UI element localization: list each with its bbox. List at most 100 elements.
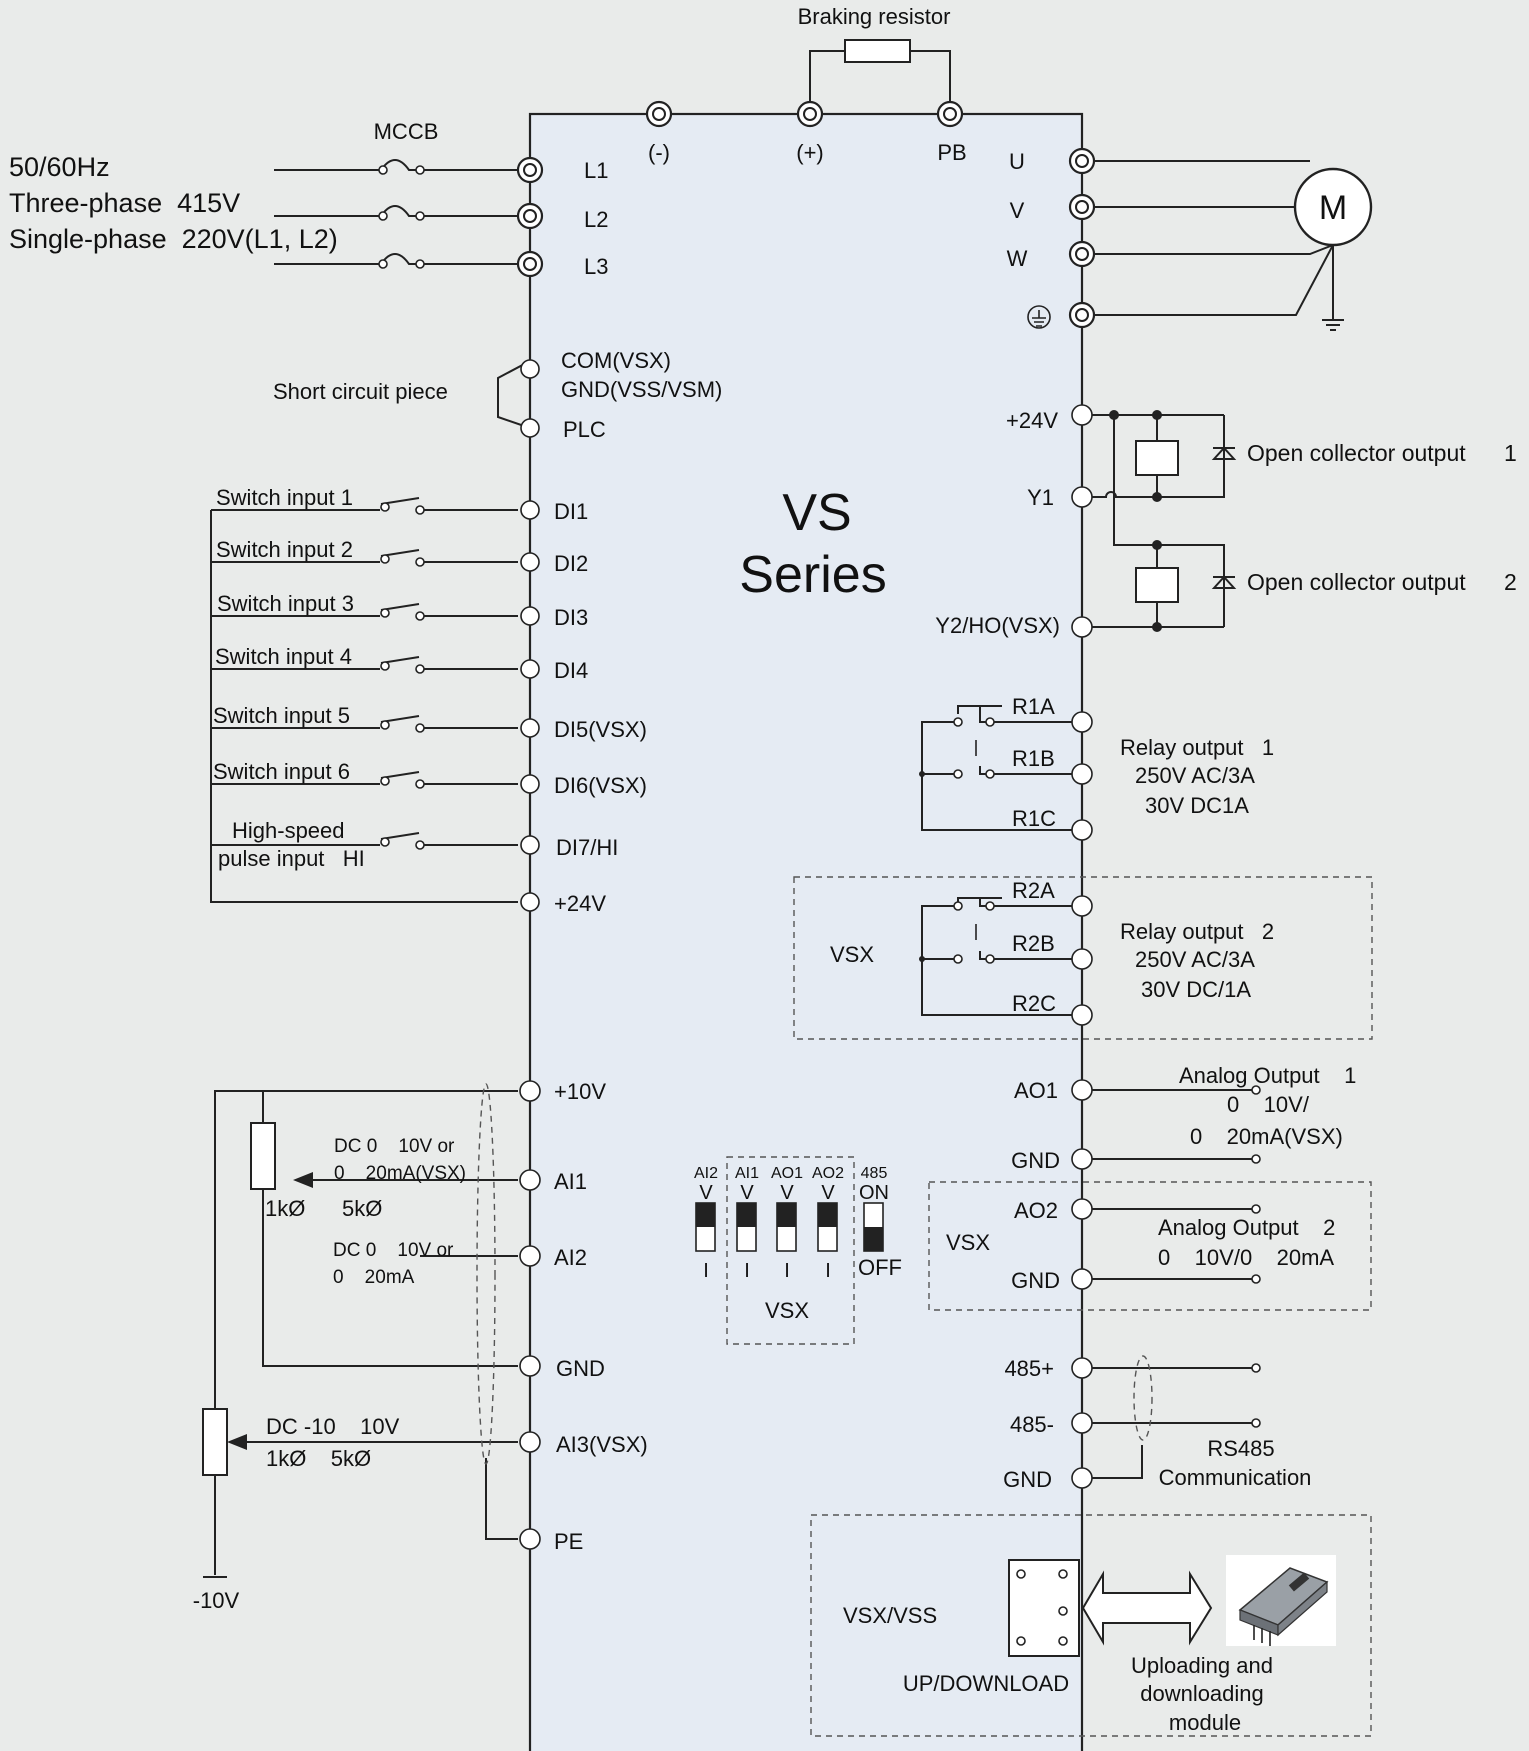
rs485-minus-label: 485-: [1010, 1412, 1054, 1437]
neg10v-label: -10V: [193, 1588, 240, 1613]
l2-terminal: [516, 202, 544, 230]
motor: M: [1293, 167, 1373, 247]
drive-body: [528, 112, 1084, 1751]
di7-terminal: [520, 835, 540, 855]
v-label: V: [1010, 198, 1025, 223]
open-collector-circuit: [1092, 410, 1237, 632]
di-terminal-label: DI1: [554, 499, 588, 524]
di-terminal: [520, 606, 540, 626]
ao1-terminal: [1071, 1079, 1093, 1101]
ai2-terminal: [519, 1245, 541, 1267]
rs485-minus-terminal: [1071, 1412, 1093, 1434]
pe-label: PE: [554, 1529, 583, 1554]
ao2-terminal: [1071, 1198, 1093, 1220]
l3-terminal: [516, 250, 544, 278]
dip-v-mark: V: [821, 1182, 835, 1204]
com-terminal: [520, 359, 540, 379]
braking-resistor-label: Braking resistor: [798, 4, 951, 29]
r2b-label: R2B: [1012, 931, 1055, 956]
dip-on-label: ON: [859, 1182, 889, 1204]
upload-module-icon: [1226, 1555, 1336, 1646]
plc-label: PLC: [563, 417, 606, 442]
digital-input-row: Switch input 1 DI1: [211, 485, 588, 524]
short-circuit-label: Short circuit piece: [273, 379, 448, 404]
pb-label: PB: [937, 140, 966, 165]
ao1-label: AO1: [1014, 1078, 1058, 1103]
r2b-terminal: [1071, 948, 1093, 970]
relay-2-title: Relay output 2: [1120, 919, 1274, 944]
di7-label: DI7/HI: [556, 835, 618, 860]
di-terminal-label: DI2: [554, 551, 588, 576]
r2a-terminal: [1071, 895, 1093, 917]
protective-earth-icon: [1027, 305, 1051, 329]
l2-label: L2: [584, 207, 608, 232]
y1-terminal: [1071, 486, 1093, 508]
updown-module-2: downloading: [1140, 1681, 1264, 1706]
ao2-title: Analog Output 2: [1158, 1215, 1335, 1240]
ai3-label: AI3(VSX): [556, 1432, 648, 1457]
dc-plus-label: (+): [796, 140, 824, 165]
dip-v-mark: V: [740, 1182, 754, 1204]
ao-gnd1-label: GND: [1011, 1148, 1060, 1173]
ao-gnd2-terminal: [1071, 1268, 1093, 1290]
gnd-label: GND(VSS/VSM): [561, 377, 722, 402]
r2c-terminal: [1071, 1004, 1093, 1026]
updown-module-3: module: [1169, 1710, 1241, 1735]
single-phase-label: Single-phase 220V(L1, L2): [9, 224, 338, 254]
dip-485-switch: [863, 1202, 884, 1252]
r1a-label: R1A: [1012, 694, 1055, 719]
oc-24v-terminal: [1071, 404, 1093, 426]
com-label: COM(VSX): [561, 348, 671, 373]
switch-input-label: Switch input 4: [215, 644, 352, 669]
ai-gnd-label: GND: [556, 1356, 605, 1381]
dip-switch-label: AI1: [735, 1165, 759, 1182]
l1-terminal: [516, 156, 544, 184]
di-terminal-label: DI5(VSX): [554, 717, 647, 742]
plc-terminal: [520, 418, 540, 438]
relay-1-dc: 30V DC1A: [1145, 793, 1249, 818]
frequency-label: 50/60Hz: [9, 152, 110, 182]
dip-485-label: 485: [861, 1165, 888, 1182]
dip-off-label: OFF: [858, 1255, 902, 1280]
r1c-label: R1C: [1012, 806, 1056, 831]
ao1-wires: [1092, 1089, 1252, 1160]
updown-port[interactable]: [1008, 1559, 1080, 1657]
ai1-range-1: DC 0 10V or: [334, 1136, 455, 1157]
ao-gnd1-terminal: [1071, 1148, 1093, 1170]
braking-resistor: [844, 39, 911, 63]
di-terminal: [520, 552, 540, 572]
ao2-label: AO2: [1014, 1198, 1058, 1223]
di-terminal-label: DI6(VSX): [554, 773, 647, 798]
oc-output-2-label: Open collector output 2: [1247, 569, 1517, 595]
p10v-terminal: [519, 1080, 541, 1102]
ao2-wires: [1092, 1208, 1252, 1280]
rs485-title: RS485: [1207, 1436, 1274, 1461]
ai-gnd-terminal: [519, 1355, 541, 1377]
dc-plus-terminal: [796, 100, 824, 128]
di-terminal: [520, 718, 540, 738]
dip-i-mark: I: [744, 1260, 750, 1282]
y2-terminal: [1071, 616, 1093, 638]
rs485-gnd-label: GND: [1003, 1467, 1052, 1492]
ai2-range-1: DC 0 10V or: [333, 1240, 454, 1261]
pulse-input-label-1: High-speed: [232, 818, 345, 843]
drive-subtitle: Series: [739, 546, 886, 604]
ao1-range-2: 0 20mA(VSX): [1190, 1124, 1343, 1149]
r2a-label: R2A: [1012, 878, 1055, 903]
drive-title: VS: [782, 484, 851, 542]
di-24v-label: +24V: [554, 891, 606, 916]
dip-switch-label: AI2: [694, 1165, 718, 1182]
switch-input-label: Switch input 1: [216, 485, 353, 510]
ao2-vsx-label: VSX: [946, 1230, 990, 1255]
ai1-range-2: 0 20mA(VSX): [334, 1163, 466, 1184]
ao1-title: Analog Output 1: [1179, 1063, 1356, 1088]
r1a-terminal: [1071, 711, 1093, 733]
dip-vsx-box: [726, 1156, 855, 1345]
ground-icon: [1322, 245, 1344, 331]
